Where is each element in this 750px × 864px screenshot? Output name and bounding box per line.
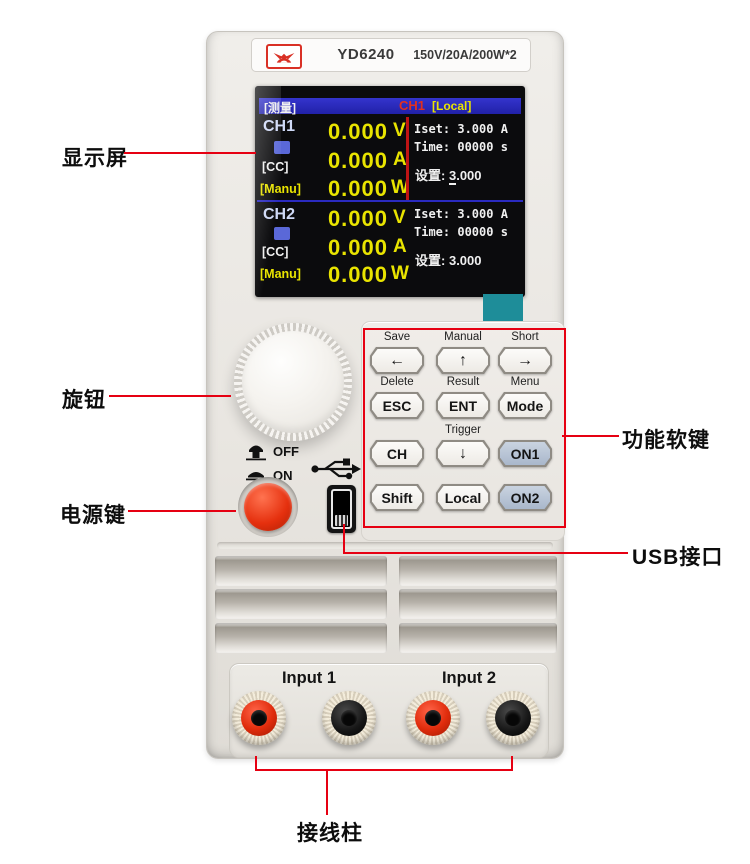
callout-line-power bbox=[128, 510, 236, 512]
lcd-ch1-name: CH1 bbox=[263, 118, 296, 135]
callout-line-posts-left bbox=[255, 756, 257, 771]
rotary-knob[interactable] bbox=[234, 323, 352, 441]
callout-display: 显示屏 bbox=[62, 147, 128, 170]
brand-logo-icon bbox=[266, 44, 302, 69]
usb-icon bbox=[309, 456, 363, 487]
callout-usb: USB接口 bbox=[632, 546, 724, 569]
key-top-label-delete: Delete bbox=[380, 376, 414, 388]
key-mode[interactable]: Mode bbox=[498, 392, 552, 419]
key-on2[interactable]: ON2 bbox=[498, 484, 552, 511]
lcd-ch1-time: Time: 00000 s bbox=[414, 140, 508, 154]
lcd-channel-divider bbox=[257, 200, 523, 202]
key-top-label-trigger: Trigger bbox=[445, 424, 481, 436]
key-top-label-menu: Menu bbox=[510, 376, 540, 388]
lcd-ch2-power: 0.000 bbox=[327, 262, 388, 287]
lcd-ch2-indicator bbox=[274, 227, 290, 240]
callout-knob: 旋钮 bbox=[62, 389, 106, 412]
callout-line-posts-horizontal bbox=[255, 769, 513, 771]
terminal-panel: Input 1 Input 2 bbox=[229, 663, 549, 758]
input2-negative-post[interactable] bbox=[486, 691, 540, 745]
key-left-arrow[interactable]: ← bbox=[370, 347, 424, 374]
input2-label: Input 2 bbox=[441, 669, 497, 687]
lcd-ch1-trigger: [Manu] bbox=[260, 182, 301, 196]
power-button-bezel bbox=[238, 477, 298, 537]
lcd-ch1-current-unit: A bbox=[393, 149, 407, 170]
vent-louver bbox=[399, 623, 557, 653]
lcd-ch2-current-unit: A bbox=[393, 236, 407, 257]
teal-tag bbox=[483, 294, 523, 323]
input1-negative-post[interactable] bbox=[322, 691, 376, 745]
vent-louver bbox=[215, 623, 387, 653]
lcd-ch1-voltage: 0.000 bbox=[327, 119, 388, 144]
lcd-ch2-name: CH2 bbox=[263, 206, 296, 223]
vent-louver bbox=[215, 556, 387, 586]
callout-line-knob bbox=[109, 395, 231, 397]
mini-usb-port[interactable] bbox=[327, 485, 356, 533]
key-top-label-result: Result bbox=[446, 376, 480, 388]
lcd-display: [测量] CH1 [Local] CH1 [CC] [Manu] 0.000 V… bbox=[255, 86, 525, 297]
knob-cap bbox=[242, 331, 344, 433]
key-top-label-save: Save bbox=[383, 331, 411, 343]
key-shift[interactable]: Shift bbox=[370, 484, 424, 511]
lcd-ch2-trigger: [Manu] bbox=[260, 267, 301, 281]
key-down-arrow[interactable]: ↓ bbox=[436, 440, 490, 467]
lcd-ch1-select-bar bbox=[406, 117, 409, 201]
lcd-local-tag: [Local] bbox=[432, 99, 472, 113]
lcd-ch1-indicator bbox=[274, 141, 290, 154]
lcd-ch2-voltage: 0.000 bbox=[327, 206, 388, 231]
lcd-ch2-power-unit: W bbox=[391, 263, 409, 284]
key-on1[interactable]: ON1 bbox=[498, 440, 552, 467]
callout-line-posts-center bbox=[326, 769, 328, 815]
input1-positive-post[interactable] bbox=[232, 691, 286, 745]
instrument-front-panel: YD6240 150V/20A/200W*2 [测量] CH1 [Local] … bbox=[206, 31, 565, 759]
vent-louver bbox=[399, 589, 557, 619]
vent-louver bbox=[215, 589, 387, 619]
key-ch[interactable]: CH bbox=[370, 440, 424, 467]
callout-line-usb-horizontal bbox=[343, 552, 628, 554]
key-ent[interactable]: ENT bbox=[436, 392, 490, 419]
model-number: YD6240 bbox=[337, 46, 395, 63]
switch-off-icon bbox=[245, 442, 267, 467]
callout-line-display bbox=[124, 152, 256, 154]
input1-label: Input 1 bbox=[281, 669, 337, 687]
power-button[interactable] bbox=[244, 483, 292, 531]
lcd-ch2-setpoint: 设置: 3.000 bbox=[415, 253, 482, 268]
callout-line-usb-vertical bbox=[343, 524, 345, 554]
lcd-ch2-current: 0.000 bbox=[327, 235, 388, 260]
callout-line-softkeys bbox=[562, 435, 619, 437]
lcd-ch1-power: 0.000 bbox=[327, 176, 388, 201]
lcd-ch1-power-unit: W bbox=[391, 177, 409, 198]
vent-louver bbox=[399, 556, 557, 586]
callout-line-posts-right bbox=[511, 756, 513, 771]
lcd-ch2-time: Time: 00000 s bbox=[414, 225, 508, 239]
lcd-ch1-current: 0.000 bbox=[327, 148, 388, 173]
key-up-arrow[interactable]: ↑ bbox=[436, 347, 490, 374]
lcd-ch2-voltage-unit: V bbox=[393, 207, 406, 228]
lcd-active-channel: CH1 bbox=[399, 98, 426, 113]
callout-binding-posts: 接线柱 bbox=[297, 822, 363, 845]
lcd-ch1-mode: [CC] bbox=[262, 160, 289, 174]
lcd-ch1-iset: Iset: 3.000 A bbox=[414, 122, 508, 136]
callout-power: 电源键 bbox=[60, 504, 126, 527]
key-right-arrow[interactable]: → bbox=[498, 347, 552, 374]
key-top-label-short: Short bbox=[511, 331, 539, 343]
lcd-ch1-setpoint: 设置: 3.000 bbox=[415, 168, 482, 185]
panel-seam bbox=[217, 542, 553, 549]
lcd-ch2-mode: [CC] bbox=[262, 245, 289, 259]
lcd-ch2-iset: Iset: 3.000 A bbox=[414, 207, 508, 221]
lcd-ch1-voltage-unit: V bbox=[393, 120, 406, 141]
callout-softkeys: 功能软键 bbox=[622, 429, 710, 452]
lcd-measure-tag: [测量] bbox=[264, 101, 296, 115]
key-esc[interactable]: ESC bbox=[370, 392, 424, 419]
power-off-label: OFF bbox=[273, 444, 299, 459]
power-rating: 150V/20A/200W*2 bbox=[413, 48, 517, 62]
key-local[interactable]: Local bbox=[436, 484, 490, 511]
key-top-label-manual: Manual bbox=[444, 331, 482, 343]
input2-positive-post[interactable] bbox=[406, 691, 460, 745]
lcd-status-bar bbox=[259, 98, 521, 114]
model-plate: YD6240 150V/20A/200W*2 bbox=[251, 38, 531, 72]
usb-port-pins bbox=[335, 515, 348, 526]
